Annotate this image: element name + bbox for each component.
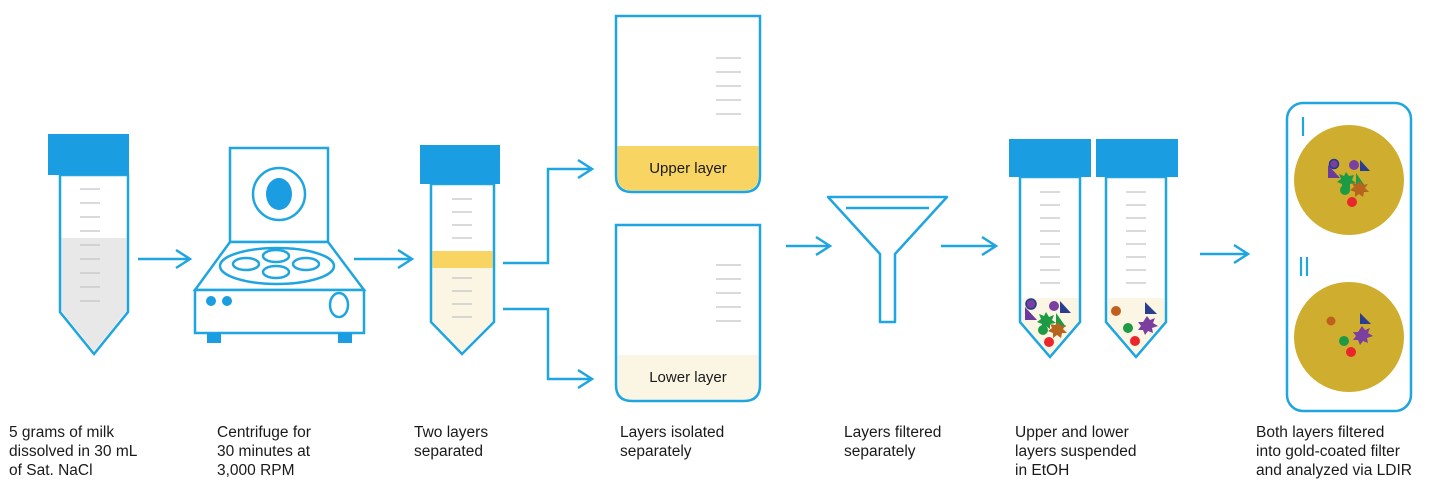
lower-layer-fill	[432, 268, 493, 351]
milk-tube	[48, 134, 130, 356]
upper-layer-band	[432, 251, 493, 268]
upper-layer-label: Upper layer	[649, 160, 727, 177]
lower-beaker: Lower layer	[614, 223, 762, 403]
milk-fill	[61, 238, 127, 351]
arrow-icon	[354, 248, 415, 270]
filter-slide	[1285, 101, 1413, 413]
arrow-icon	[138, 248, 193, 270]
step-1-caption: 5 grams of milk dissolved in 30 mL of Sa…	[9, 424, 138, 479]
split-arrow-up	[503, 158, 595, 265]
arrow-icon	[1200, 243, 1251, 265]
particles	[1111, 302, 1158, 346]
step-3-caption: Two layers separated	[414, 424, 489, 460]
step-4-caption: Layers isolated separately	[620, 424, 725, 460]
tube-cap	[420, 145, 500, 184]
split-arrow-down	[503, 307, 595, 390]
arrow-icon	[786, 235, 833, 257]
upper-beaker: Upper layer	[614, 14, 762, 194]
centrifuge-icon	[192, 146, 367, 343]
gold-filter-upper	[1294, 125, 1404, 235]
etoh-tube-upper	[1009, 139, 1091, 359]
funnel-icon	[826, 195, 949, 324]
tube-cap	[1096, 139, 1178, 177]
arrow-icon	[941, 235, 999, 257]
tube-cap	[1009, 139, 1091, 177]
step-7-caption: Both layers filtered into gold-coated fi…	[1256, 424, 1412, 479]
step-6-caption: Upper and lower layers suspended in EtOH	[1015, 424, 1137, 479]
tube-cap	[48, 134, 129, 175]
gold-filter-lower	[1294, 282, 1404, 392]
lower-layer-label: Lower layer	[649, 369, 727, 386]
etoh-tube-lower	[1096, 139, 1178, 359]
particles	[1025, 298, 1071, 347]
separated-tube	[420, 145, 500, 356]
step-2-caption: Centrifuge for 30 minutes at 3,000 RPM	[217, 424, 311, 479]
step-5-caption: Layers filtered separately	[844, 424, 942, 460]
